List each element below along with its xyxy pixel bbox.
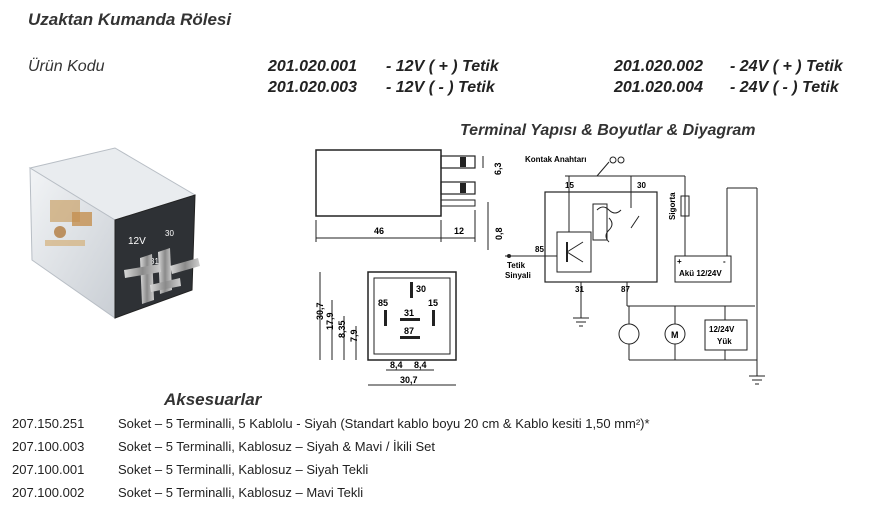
dim-t31: 31	[404, 308, 414, 318]
motor-label: M	[671, 330, 679, 340]
accessory-desc: Soket – 5 Terminalli, Kablosuz – Siyah &…	[118, 439, 435, 454]
sigorta-label: Sigorta	[668, 192, 677, 220]
photo-terminal-label: 31	[150, 257, 159, 266]
node-85: 85	[535, 245, 544, 254]
accessory-code: 207.100.001	[12, 462, 85, 477]
accessory-desc: Soket – 5 Terminalli, Kablosuz – Siyah T…	[118, 462, 369, 477]
page-title: Uzaktan Kumanda Rölesi	[28, 10, 232, 29]
dim-t87: 87	[404, 326, 414, 336]
node-31: 31	[575, 285, 584, 294]
product-desc: - 24V ( + ) Tetik	[730, 58, 843, 75]
dim-side-height: 6,3	[493, 162, 503, 175]
node-15: 15	[565, 181, 574, 190]
accessory-code: 207.100.002	[12, 485, 85, 500]
kontak-label: Kontak Anahtarı	[525, 155, 587, 164]
accessory-code: 207.150.251	[12, 416, 85, 431]
accessory-desc: Soket – 5 Terminalli, Kablosuz – Mavi Te…	[118, 485, 364, 500]
dim-side-pin: 0,8	[494, 227, 504, 240]
product-code: 201.020.002	[614, 58, 703, 75]
accessory-row: 207.100.003 Soket – 5 Terminalli, Kablosu…	[12, 439, 435, 454]
dim-side-tab: 12	[454, 226, 464, 236]
dim-t30: 30	[416, 284, 426, 294]
dim-front-h2: 17,9	[325, 312, 335, 330]
product-desc: - 12V ( - ) Tetik	[386, 79, 495, 96]
dim-front-h3: 8,35	[337, 320, 347, 338]
aku-label: Akü 12/24V	[679, 269, 722, 278]
node-30: 30	[637, 181, 646, 190]
photo-terminal-label-2: 30	[165, 229, 174, 238]
wiring-diagram: Kontak Anahtarı 15 30 85 Tetik Sinyali 3…	[505, 155, 765, 385]
yuk-line1: 12/24V	[709, 325, 735, 334]
sinyali-label: Sinyali	[505, 271, 531, 280]
product-code: 201.020.004	[614, 79, 703, 96]
dim-front-h4: 7,9	[349, 329, 359, 342]
photo-voltage-label: 12V	[128, 236, 146, 247]
product-code-label: Ürün Kodu	[28, 58, 105, 75]
aku-plus: +	[677, 257, 682, 266]
dim-front-w3: 30,7	[400, 375, 418, 385]
product-desc: - 24V ( - ) Tetik	[730, 79, 839, 96]
dim-front-w1: 8,4	[390, 360, 403, 370]
accessory-row: 207.150.251 Soket – 5 Terminalli, 5 Kablo…	[12, 416, 650, 431]
dim-side-length: 46	[374, 226, 384, 236]
tetik-label: Tetik	[507, 261, 526, 270]
dim-t15: 15	[428, 298, 438, 308]
relay-photo: 12V 31 30	[28, 147, 200, 319]
product-code: 201.020.001	[268, 58, 357, 75]
product-desc: - 12V ( + ) Tetik	[386, 58, 499, 75]
dim-t85: 85	[378, 298, 388, 308]
accessory-row: 207.100.002 Soket – 5 Terminalli, Kablosu…	[12, 485, 363, 500]
dim-front-h1: 30,7	[315, 302, 325, 320]
dim-front-w2: 8,4	[414, 360, 427, 370]
accessory-row: 207.100.001 Soket – 5 Terminalli, Kablosu…	[12, 462, 368, 477]
diagram-title: Terminal Yapısı & Boyutlar & Diyagram	[460, 122, 756, 139]
aku-minus: -	[723, 257, 726, 266]
accessories-title: Aksesuarlar	[164, 390, 262, 409]
yuk-line2: Yük	[717, 337, 732, 346]
dimension-drawing: 6,3 46 12 0,8 30 85 15 31 87 30,7 17,9 8…	[315, 149, 504, 386]
node-87: 87	[621, 285, 630, 294]
product-code: 201.020.003	[268, 79, 357, 96]
accessory-desc: Soket – 5 Terminalli, 5 Kablolu - Siyah …	[118, 416, 650, 431]
accessory-code: 207.100.003	[12, 439, 85, 454]
